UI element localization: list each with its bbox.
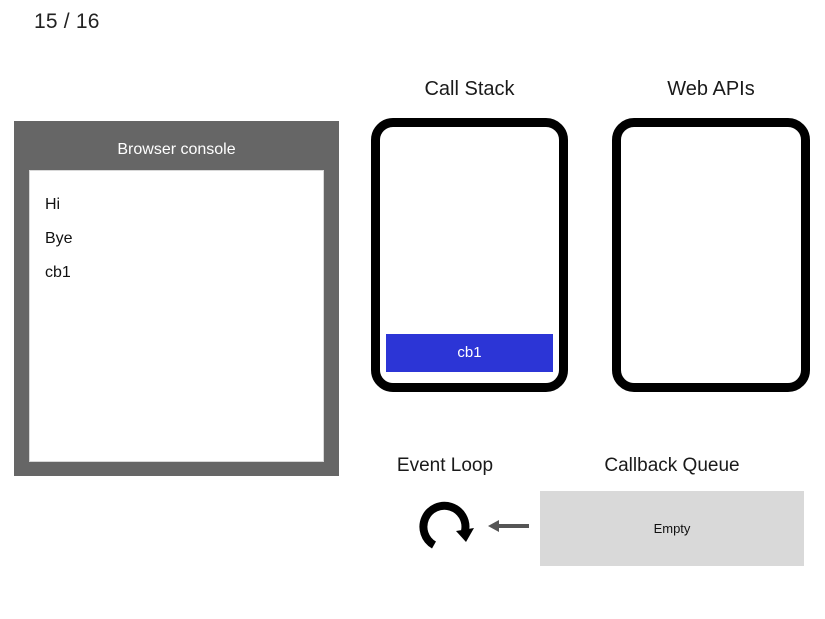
callback-queue-heading: Callback Queue xyxy=(604,455,740,476)
callback-queue-status: Empty xyxy=(653,521,691,536)
web-apis-heading: Web APIs xyxy=(667,78,755,100)
browser-console-title: Browser console xyxy=(117,141,236,158)
console-log-line: cb1 xyxy=(45,264,71,281)
left-arrow-icon xyxy=(487,518,529,534)
slide-counter: 15 / 16 xyxy=(34,10,100,33)
call-stack-frame-cb1: cb1 xyxy=(386,334,553,372)
circular-arrow-icon xyxy=(418,495,480,557)
call-stack-box: cb1 xyxy=(371,118,568,392)
callback-queue-box: Empty xyxy=(540,491,804,566)
call-stack-heading: Call Stack xyxy=(424,78,515,100)
web-apis-box xyxy=(612,118,810,392)
event-loop-heading: Event Loop xyxy=(396,455,494,476)
console-log-line: Hi xyxy=(45,196,61,213)
browser-console-output: Hi Bye cb1 xyxy=(29,170,324,462)
console-log-line: Bye xyxy=(45,230,73,247)
browser-console-panel: Browser console Hi Bye cb1 xyxy=(14,121,339,476)
